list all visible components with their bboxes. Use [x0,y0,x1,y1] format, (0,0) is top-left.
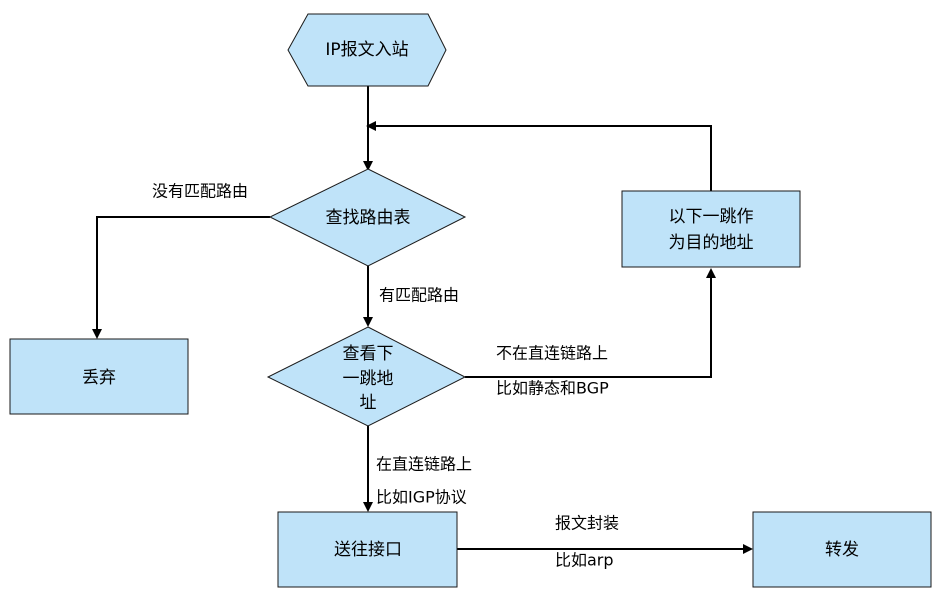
node-check-next-hop-decision: 查看下 一跳地 址 [266,326,467,427]
node-discard: 丢弃 [9,338,189,415]
direct-edge-example: 比如IGP协议 [376,488,467,507]
not-direct-edge-label: 不在直连链路上 [496,344,608,363]
lookup-label: 查找路由表 [326,208,411,228]
edge-not-direct-to-next-hop [465,268,716,378]
direct-edge-label: 在直连链路上 [376,455,472,474]
start-label: IP报文入站 [325,40,408,60]
next-hop-destination-label-line-2: 为目的地址 [669,233,754,253]
start-hexagon-shape [287,13,447,87]
node-next-hop-destination: 以下一跳作 为目的地址 [621,190,801,268]
discard-label: 丢弃 [82,368,116,388]
encapsulate-edge-example: 比如arp [555,551,614,570]
not-direct-edge-example: 比如静态和BGP [496,379,609,398]
edge-loop-back-to-lookup [366,121,712,191]
check-next-hop-label-line-3: 址 [360,393,377,413]
send-interface-box-shape [277,511,458,588]
discard-box-shape [9,338,189,415]
forward-box-shape [752,511,932,588]
lookup-diamond-shape [268,168,467,267]
send-interface-label: 送往接口 [334,540,402,560]
check-next-hop-diamond-shape [266,326,467,427]
forward-label: 转发 [825,540,859,560]
has-match-edge-label: 有匹配路由 [379,286,459,305]
node-forward: 转发 [752,511,932,588]
edge-no-match-to-discard [92,216,270,339]
node-start: IP报文入站 [287,13,447,87]
check-next-hop-label-line-2: 一跳地 [343,369,394,389]
next-hop-destination-label-line-1: 以下一跳作 [669,207,754,227]
encapsulate-edge-label: 报文封装 [555,514,619,533]
node-lookup-decision: 查找路由表 [268,168,467,267]
check-next-hop-label-line-1: 查看下 [343,344,394,364]
no-match-edge-label: 没有匹配路由 [152,182,248,201]
node-send-interface: 送往接口 [277,511,458,588]
next-hop-destination-box-shape [621,190,801,268]
